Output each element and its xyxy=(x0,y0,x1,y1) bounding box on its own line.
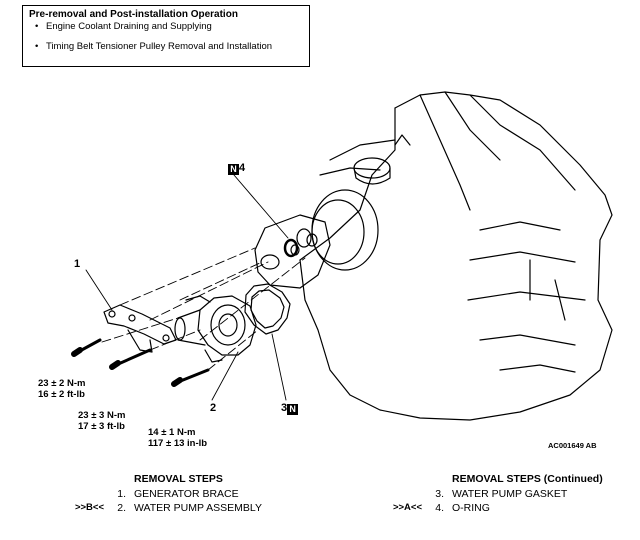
bullet-icon: • xyxy=(35,21,39,32)
leader-lines xyxy=(85,174,289,401)
pre-operation-item: •Timing Belt Tensioner Pulley Removal an… xyxy=(35,41,273,52)
removal-steps-title: REMOVAL STEPS xyxy=(134,473,223,485)
torque-spec: 14 ± 1 N-m 117 ± 13 in-lb xyxy=(148,427,208,449)
removal-steps-continued-title: REMOVAL STEPS (Continued) xyxy=(452,473,603,485)
water-pump-gasket xyxy=(244,283,291,335)
removal-step: >>A<< 4. O-RING xyxy=(392,502,490,514)
removal-step: >>B<< 2. WATER PUMP ASSEMBLY xyxy=(74,502,262,514)
torque-spec: 23 ± 2 N-m 16 ± 2 ft-lb xyxy=(38,378,86,400)
water-pump-assembly xyxy=(174,295,257,363)
bolts xyxy=(71,338,210,387)
pre-operation-title: Pre-removal and Post-installation Operat… xyxy=(29,9,238,20)
removal-steps-continued: REMOVAL STEPS (Continued) 3. WATER PUMP … xyxy=(378,472,603,515)
figure-code: AC001649 AB xyxy=(548,441,597,450)
pre-operation-box: Pre-removal and Post-installation Operat… xyxy=(22,5,310,67)
bullet-icon: • xyxy=(35,41,39,52)
engine-block xyxy=(254,91,613,421)
alignment-lines xyxy=(101,247,306,371)
torque-spec: 23 ± 3 N-m 17 ± 3 ft-lb xyxy=(78,410,126,432)
new-part-icon: N xyxy=(287,404,299,415)
o-ring xyxy=(283,238,299,258)
pre-operation-item: •Engine Coolant Draining and Supplying xyxy=(35,21,212,32)
removal-step: 3. WATER PUMP GASKET xyxy=(435,488,568,500)
removal-step: 1. GENERATOR BRACE xyxy=(117,488,239,500)
callout-part-1: 1 xyxy=(74,258,81,270)
removal-steps: REMOVAL STEPS 1. GENERATOR BRACE >>B<< 2… xyxy=(60,472,262,515)
callout-part-2: 2 xyxy=(210,402,217,414)
new-part-icon: N xyxy=(228,164,239,175)
